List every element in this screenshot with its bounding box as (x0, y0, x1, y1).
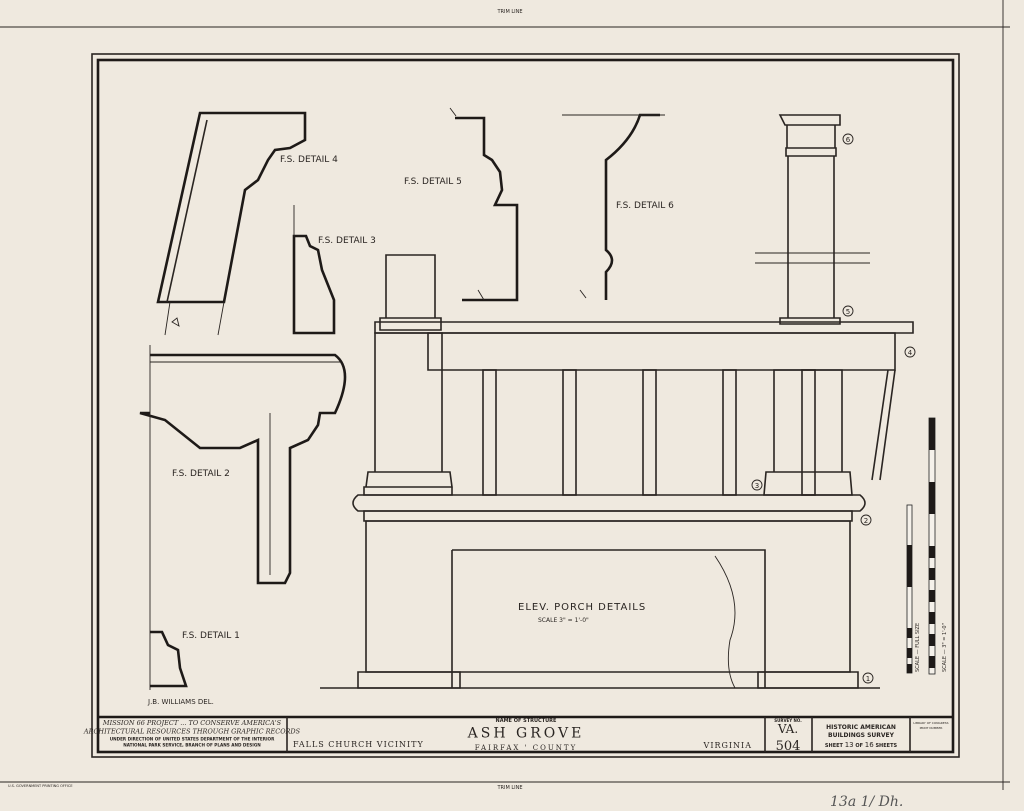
detail-3-label: F.S. DETAIL 3 (318, 236, 376, 246)
detail-5-profile: F.S. DETAIL 5 (404, 107, 519, 302)
project-line-1: MISSION 66 PROJECT ... TO CONSERVE AMERI… (102, 719, 282, 727)
callout-2: 2 (864, 517, 868, 525)
callout-4: 4 (908, 349, 913, 357)
callout-1: 1 (866, 675, 870, 683)
porch-elevation: ELEV. PORCH DETAILS SCALE 3" = 1'-0" (320, 114, 914, 689)
location: FALLS CHURCH VICINITY (293, 740, 424, 749)
drawing-title: ELEV. PORCH DETAILS (518, 602, 646, 613)
printer-note: U.S. GOVERNMENT PRINTING OFFICE (8, 784, 73, 788)
detail-1-profile: F.S. DETAIL 1 J.B. WILLIAMS DEL. (147, 630, 240, 706)
outer-border (91, 53, 960, 758)
structure-name: ASH GROVE (467, 726, 585, 742)
callouts: 6 5 4 3 2 1 (751, 133, 916, 684)
survey-name-line-1: HISTORIC AMERICAN (826, 724, 896, 731)
scale-bar-full-size: SCALE — FULL SIZE (906, 504, 921, 674)
library-line-1: LIBRARY OF CONGRESS (913, 721, 948, 725)
title-block: MISSION 66 PROJECT ... TO CONSERVE AMERI… (83, 715, 953, 754)
county: FAIRFAX ' COUNTY (475, 744, 577, 752)
detail-1-label: F.S. DETAIL 1 (182, 631, 240, 641)
survey-number-label: SURVEY NO. (774, 718, 802, 723)
project-line-2: ARCHITECTURAL RESOURCES THROUGH GRAPHIC … (83, 728, 301, 736)
callout-5: 5 (846, 308, 850, 316)
detail-4-label: F.S. DETAIL 4 (280, 155, 338, 165)
sheet-count: SHEET 13 OF 16 SHEETS (825, 741, 898, 749)
callout-6: 6 (846, 136, 851, 144)
detail-2-label: F.S. DETAIL 2 (172, 469, 230, 479)
detail-4-profile: F.S. DETAIL 4 (156, 111, 338, 336)
library-line-2: PRINT NUMBER (920, 726, 943, 730)
survey-state: VA. (777, 722, 798, 736)
survey-name-line-2: BUILDINGS SURVEY (828, 732, 895, 739)
detail-5-label: F.S. DETAIL 5 (404, 177, 462, 187)
trim-line-label-top: TRIM LINE (496, 9, 522, 15)
drawing-scale: SCALE 3" = 1'-0" (538, 617, 589, 624)
state: VIRGINIA (703, 741, 752, 750)
trim-line-label-bottom: TRIM LINE (496, 785, 522, 791)
pencil-note: 13a 1/ Dh. (830, 794, 903, 810)
scale-bar-three-inch-label: SCALE — 3" = 1'-0" (942, 623, 948, 672)
detail-2-profile: F.S. DETAIL 2 (139, 345, 347, 690)
scale-bar-full-size-label: SCALE — FULL SIZE (915, 623, 921, 672)
inner-border (96, 58, 955, 754)
callout-3: 3 (755, 482, 759, 490)
agency-line-1: UNDER DIRECTION OF UNITED STATES DEPARTM… (110, 737, 275, 742)
survey-number: 504 (776, 739, 801, 754)
name-of-structure-label: NAME OF STRUCTURE (496, 718, 558, 724)
detail-6-label: F.S. DETAIL 6 (616, 201, 674, 211)
detail-3-profile: F.S. DETAIL 3 (292, 205, 376, 335)
scale-bar-three-inch: SCALE — 3" = 1'-0" (928, 417, 948, 675)
agency-line-2: NATIONAL PARK SERVICE, BRANCH OF PLANS A… (123, 743, 261, 748)
delineator: J.B. WILLIAMS DEL. (147, 698, 214, 706)
detail-6-profile: F.S. DETAIL 6 (562, 113, 674, 300)
